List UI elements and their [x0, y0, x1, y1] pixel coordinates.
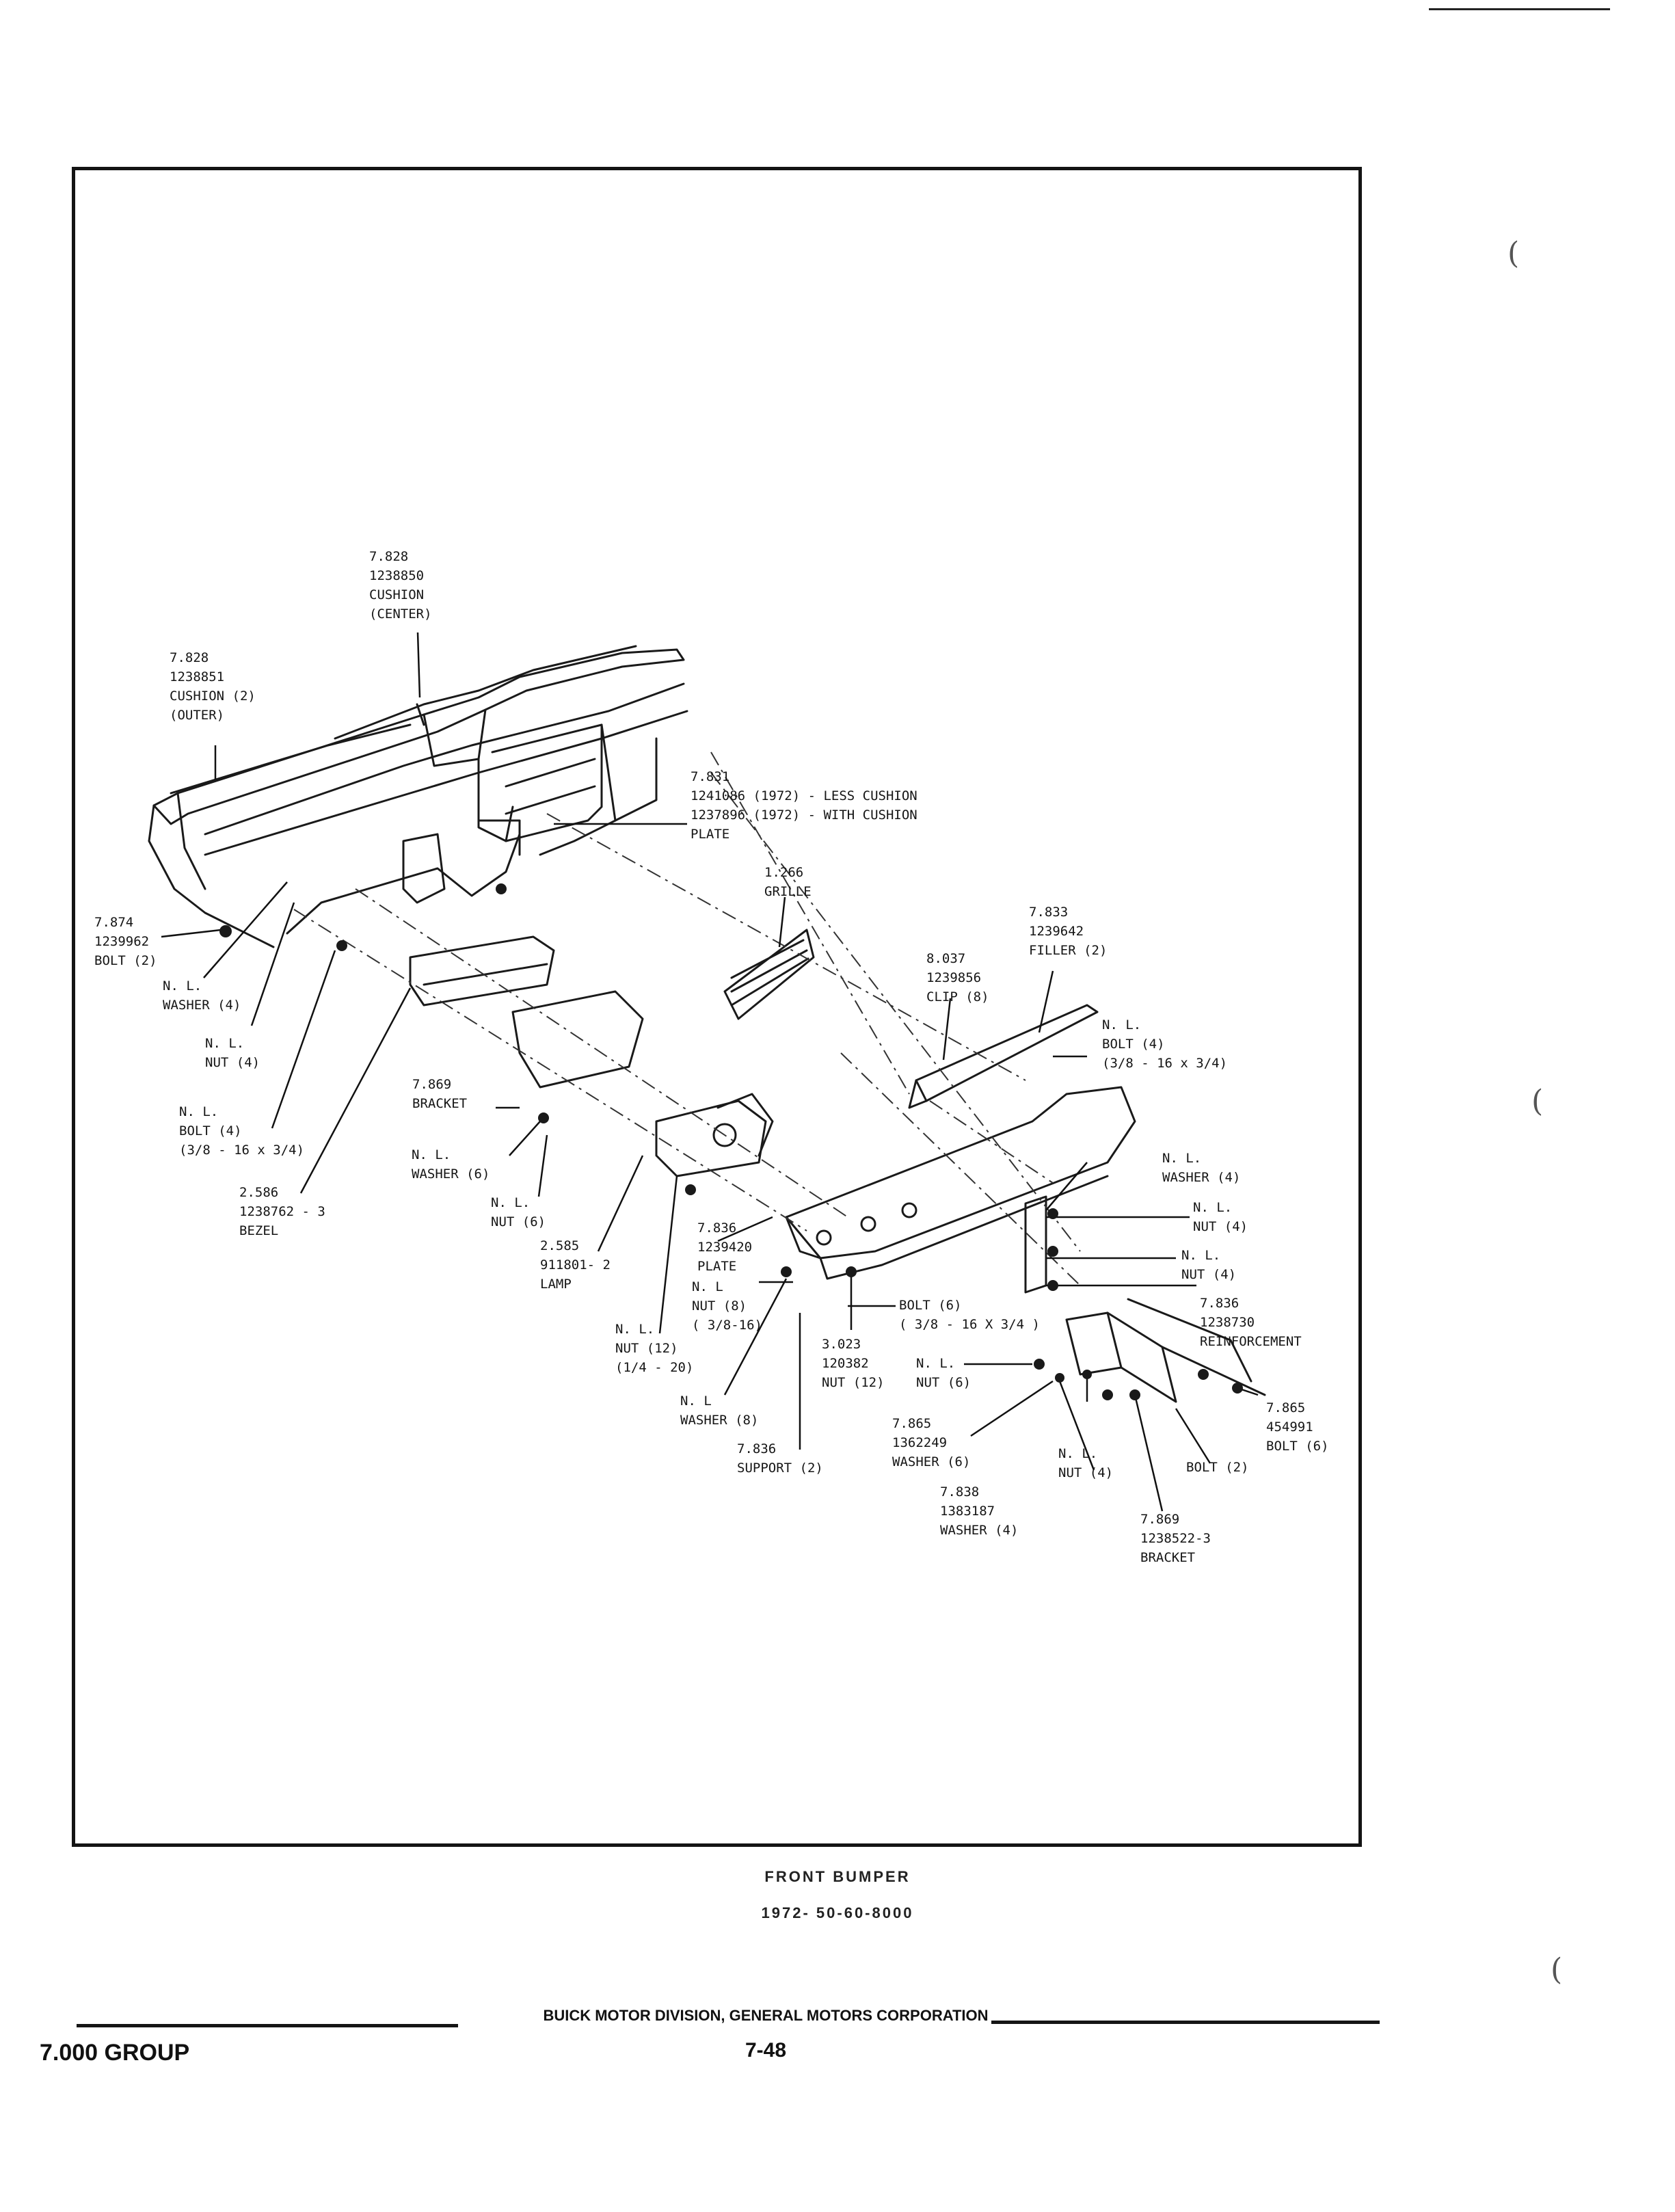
- footer-rule-right: [991, 2021, 1380, 2024]
- label-bolt-right-top: N. L.BOLT (4)(3/8 - 16 x 3/4): [1102, 1017, 1228, 1071]
- grille-outline: [409, 929, 815, 1089]
- label-nut-12-left: N. L.NUT (12)(1/4 - 20): [615, 1322, 694, 1375]
- label-washer-right: N. L.WASHER (4): [1162, 1151, 1241, 1185]
- label-nut-6-right: N. L.NUT (6): [916, 1356, 972, 1390]
- leader-lines: [161, 632, 1259, 1512]
- figure-title: FRONT BUMPER: [764, 1868, 911, 1885]
- assembly-centerlines: [293, 751, 1081, 1286]
- lamp-assembly: [655, 1093, 774, 1177]
- label-nut-mid: N. L.NUT (6): [491, 1195, 546, 1229]
- label-nut-4-bottom: N. L.NUT (4): [1058, 1446, 1114, 1480]
- diagram-frame: [72, 167, 1362, 1847]
- page-number: 7-48: [745, 2039, 787, 2062]
- label-nut-right-a: N. L.NUT (4): [1193, 1200, 1248, 1234]
- label-bolt-2-bottom: BOLT (2): [1186, 1460, 1249, 1475]
- label-nut-left: N. L.NUT (4): [205, 1036, 260, 1070]
- label-washer-left: N. L.WASHER (4): [163, 978, 241, 1013]
- top-edge-rule: [1429, 8, 1610, 10]
- margin-mark-1: (: [1508, 236, 1520, 271]
- label-nut-right-b: N. L.NUT (4): [1181, 1248, 1237, 1282]
- figure-subtitle: 1972- 50-60-8000: [761, 1904, 914, 1921]
- margin-mark-3: (: [1551, 1952, 1563, 1987]
- cushion-strips: [170, 645, 637, 795]
- footer-company: BUICK MOTOR DIVISION, GENERAL MOTORS COR…: [543, 2007, 989, 2024]
- footer-rule-left: [77, 2024, 458, 2027]
- label-washer-mid: N. L.WASHER (6): [412, 1147, 490, 1182]
- margin-mark-2: (: [1531, 1084, 1544, 1119]
- group-label: 7.000 GROUP: [40, 2040, 190, 2066]
- label-bolt-nl-left: N. L.BOLT (4)(3/8 - 16 x 3/4): [179, 1104, 305, 1158]
- fastener-dots: [219, 883, 1243, 1400]
- label-bolt-6-mid: BOLT (6)( 3/8 - 16 X 3/4 ): [899, 1298, 1040, 1332]
- main-frame-rail: [785, 1086, 1136, 1280]
- bumper-bar-outline: [148, 648, 688, 948]
- filler-strip: [908, 1004, 1099, 1109]
